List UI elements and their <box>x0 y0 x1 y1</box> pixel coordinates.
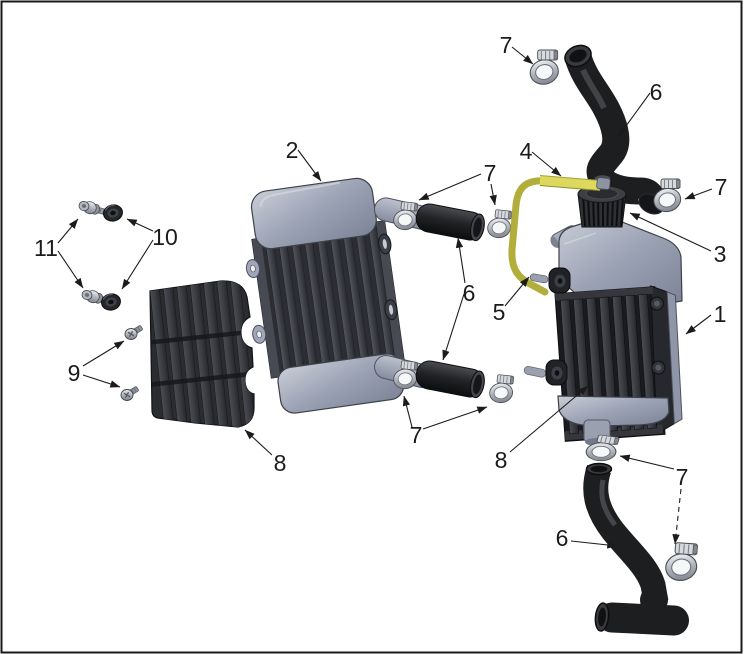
leader-line <box>402 395 413 428</box>
leader-line <box>418 173 482 201</box>
leader-line <box>570 540 618 549</box>
upper-radiator-hose <box>564 44 666 215</box>
callout-6-upper-hose: 6 <box>650 79 663 105</box>
leader-line-dashed <box>672 488 682 545</box>
hose-clamp <box>486 371 518 405</box>
leader-line <box>511 46 534 65</box>
leader-line <box>82 374 121 388</box>
vent-hose-sleeve <box>539 175 601 191</box>
callout-7-crossover-top: 7 <box>484 160 497 186</box>
leader-line <box>244 429 273 456</box>
callout-7-upper-hose-bottom: 7 <box>715 174 728 200</box>
leader-line <box>82 340 125 367</box>
leader-line <box>531 151 562 177</box>
rubber-mount <box>545 359 568 386</box>
callout-7-lower-clamps: 7 <box>676 464 689 490</box>
hose-clamp <box>524 44 566 88</box>
radiator-top-tank <box>250 177 377 250</box>
leader-line <box>629 212 712 252</box>
callout-10-grommets: 10 <box>152 224 178 250</box>
leader-line <box>617 92 651 138</box>
rubber-grommets <box>99 202 125 313</box>
vent-fitting <box>596 177 611 190</box>
lower-radiator-hose <box>583 462 689 636</box>
callout-11-mount-bolts: 11 <box>34 235 58 261</box>
callouts: 7 6 4 7 3 1 2 7 6 5 11 10 9 8 7 8 7 6 <box>34 32 727 551</box>
rubber-grommet <box>101 202 125 224</box>
leader-line <box>455 237 466 284</box>
leader-line <box>297 149 322 182</box>
leader-line <box>504 276 530 307</box>
hose-clamp <box>660 538 704 584</box>
callout-9-guard-screws: 9 <box>68 360 81 386</box>
callout-6-lower-hose: 6 <box>556 525 569 551</box>
callout-6-crossover-hoses: 6 <box>463 280 476 306</box>
leader-line <box>126 218 154 232</box>
guard-screws <box>120 324 144 402</box>
leader-line <box>509 385 589 453</box>
leader-line <box>422 406 488 430</box>
callout-7-upper-hose-top: 7 <box>500 32 513 58</box>
callout-7-crossover-bottom: 7 <box>410 422 423 448</box>
callout-5-vent-hose: 5 <box>493 299 506 325</box>
leader-line <box>489 183 497 206</box>
leader-lines <box>57 46 713 549</box>
leader-line <box>121 239 154 290</box>
rubber-mount <box>548 267 571 294</box>
callout-4-vent-sleeve: 4 <box>520 138 533 164</box>
leader-line <box>619 454 675 470</box>
callout-8-guard-right: 8 <box>495 447 508 473</box>
callout-1-radiator-right: 1 <box>714 301 727 327</box>
crossover-hose-upper <box>415 203 485 242</box>
radiator-left <box>245 177 439 414</box>
callout-8-guard-left: 8 <box>274 450 287 476</box>
leader-line <box>57 250 84 289</box>
leader-line <box>442 293 465 361</box>
leader-line <box>684 188 713 200</box>
callout-2-radiator-left: 2 <box>286 137 299 163</box>
callout-3-radiator-cap: 3 <box>714 241 727 267</box>
radiator-right <box>523 175 683 446</box>
rubber-grommet <box>99 291 123 313</box>
crossover-hose-lower <box>415 360 485 399</box>
guard-screw <box>120 385 140 402</box>
leader-line <box>57 218 79 244</box>
radiator-bottom-tank <box>557 395 670 427</box>
leader-line <box>685 314 712 335</box>
radiator-guard-left <box>149 280 255 428</box>
guard-screw <box>124 324 144 341</box>
